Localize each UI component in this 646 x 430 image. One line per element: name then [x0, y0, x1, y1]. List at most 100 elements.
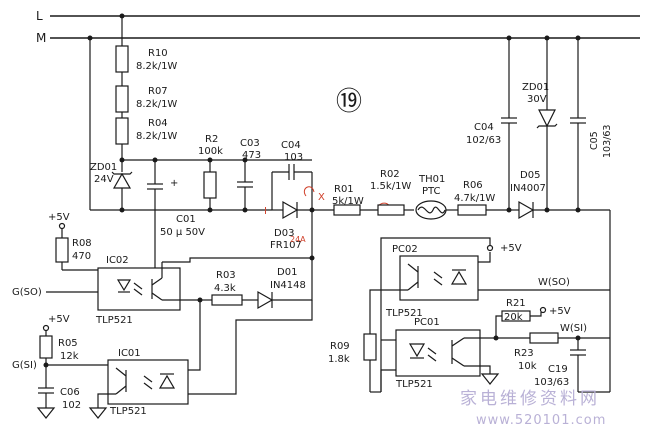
terminal-5v-a [58, 222, 66, 230]
c01-value: 50 μ 50V [160, 227, 205, 238]
ic02-transistor-e [151, 292, 163, 301]
c06-value: 102 [62, 400, 81, 411]
c19-value: 103/63 [534, 377, 569, 388]
r09-name: R09 [330, 341, 350, 352]
r01-value: 5k/1W [332, 196, 364, 207]
watermark-cn: 家电维修资料网 [460, 389, 600, 409]
resistor-r05 [39, 335, 53, 359]
resistor-r09 [363, 333, 377, 361]
wire-r21-r [530, 312, 542, 317]
junction-46-365 [43, 362, 49, 368]
r04-name: R04 [148, 118, 168, 129]
c03-name: C03 [240, 138, 260, 149]
diode-d05 [518, 200, 535, 220]
plus5v-c: +5V [500, 243, 522, 254]
r06-value: 4.7k/1W [454, 193, 495, 204]
wire-d01-r [272, 258, 313, 301]
w-s1-label: W(SI) [560, 323, 587, 334]
wire-ic01-to-r03 [188, 300, 201, 371]
r10-value: 8.2k/1W [136, 61, 177, 72]
r03-name: R03 [216, 270, 236, 281]
optocoupler-pc02 [399, 255, 479, 301]
r07-value: 8.2k/1W [136, 99, 177, 110]
zd01b-name: ZD01 [522, 82, 549, 93]
ic01-light-arrow-1 [143, 375, 153, 383]
wire-pc01-gnd [464, 365, 491, 374]
optocoupler-ic01 [107, 359, 189, 405]
ground-pc01 [480, 373, 500, 385]
rail-l-label: L [36, 9, 43, 23]
c05-name: C05 [589, 131, 600, 150]
g-s1-label: G(SI) [12, 360, 37, 371]
ic02-light-arrow-2 [133, 288, 143, 296]
wire-ic01-gnd [97, 393, 116, 408]
rail-m-label: M [36, 31, 46, 45]
ic01-name: IC01 [118, 348, 141, 359]
red-scribble-1 [303, 186, 315, 197]
junction-496-338 [493, 335, 499, 341]
resistor-r08 [55, 237, 69, 263]
ic02-name: IC02 [106, 255, 129, 266]
diode-d01 [257, 290, 274, 310]
d05-value: IN4007 [510, 183, 546, 194]
c04-value: 103 [284, 152, 303, 163]
ic01-transistor-c [115, 367, 127, 377]
c19-name: C19 [548, 364, 568, 375]
r21-value: 20k [504, 312, 523, 323]
pc01-part: TLP521 [395, 379, 433, 390]
zener-zd01b [538, 109, 556, 128]
resistor-r03 [211, 294, 243, 306]
r03-value: 4.3k [214, 283, 236, 294]
wire-pc02-5v [478, 252, 491, 263]
r23-name: R23 [514, 348, 534, 359]
pc02-transistor-c [407, 263, 419, 273]
r06-name: R06 [463, 180, 483, 191]
plus5v-b: +5V [48, 314, 70, 325]
c03-value: 473 [242, 150, 261, 161]
resistor-r06 [457, 204, 487, 216]
zd01-name: ZD01 [90, 162, 117, 173]
wire-ic01-return [188, 300, 313, 395]
r05-name: R05 [58, 338, 78, 349]
ic02-light-arrow-1 [133, 282, 143, 290]
pc01-light-arrow-1 [427, 347, 437, 355]
r09-value: 1.8k [328, 354, 350, 365]
terminal-5v-d [539, 306, 547, 314]
r21-name: R21 [506, 298, 526, 309]
pc01-transistor-c [451, 337, 465, 347]
th01-name: TH01 [418, 174, 445, 185]
zd01-value: 24V [94, 174, 114, 185]
zd01b-value: 30V [527, 94, 547, 105]
d03-name: D03 [274, 228, 294, 239]
optocoupler-ic02 [97, 267, 181, 311]
pc01-led [408, 343, 426, 358]
thermistor-th01 [415, 200, 447, 220]
ic01-light-arrow-2 [143, 382, 153, 390]
d05-name: D05 [520, 170, 540, 181]
red-mark-3: 24A [290, 235, 306, 244]
pc01-transistor-e [451, 357, 465, 367]
wire-ic02-to-bus [162, 210, 313, 263]
pc02-part: TLP521 [385, 308, 423, 319]
ic01-transistor-e [115, 385, 127, 395]
optocoupler-pc01 [395, 329, 481, 377]
ic01-part: TLP521 [109, 406, 147, 417]
c01-polarity: + [170, 178, 178, 189]
watermark-url: www.520101.com [476, 413, 606, 428]
c05-value: 103/63 [602, 125, 613, 158]
zener-zd01-bar [111, 171, 133, 175]
r10-name: R10 [148, 48, 168, 59]
pc02-light-arrow-1 [433, 271, 443, 279]
wire-r21-l [464, 315, 502, 339]
thermistor-wave [417, 206, 446, 214]
junction-210-c [242, 207, 248, 213]
resistor-r2 [203, 171, 217, 199]
diode-d03 [282, 200, 299, 220]
d01-name: D01 [277, 267, 297, 278]
junction-210-b [207, 207, 213, 213]
r2-name: R2 [205, 134, 218, 145]
junction-312-258 [309, 255, 315, 261]
th01-value: PTC [422, 186, 441, 197]
r05-value: 12k [60, 351, 79, 362]
